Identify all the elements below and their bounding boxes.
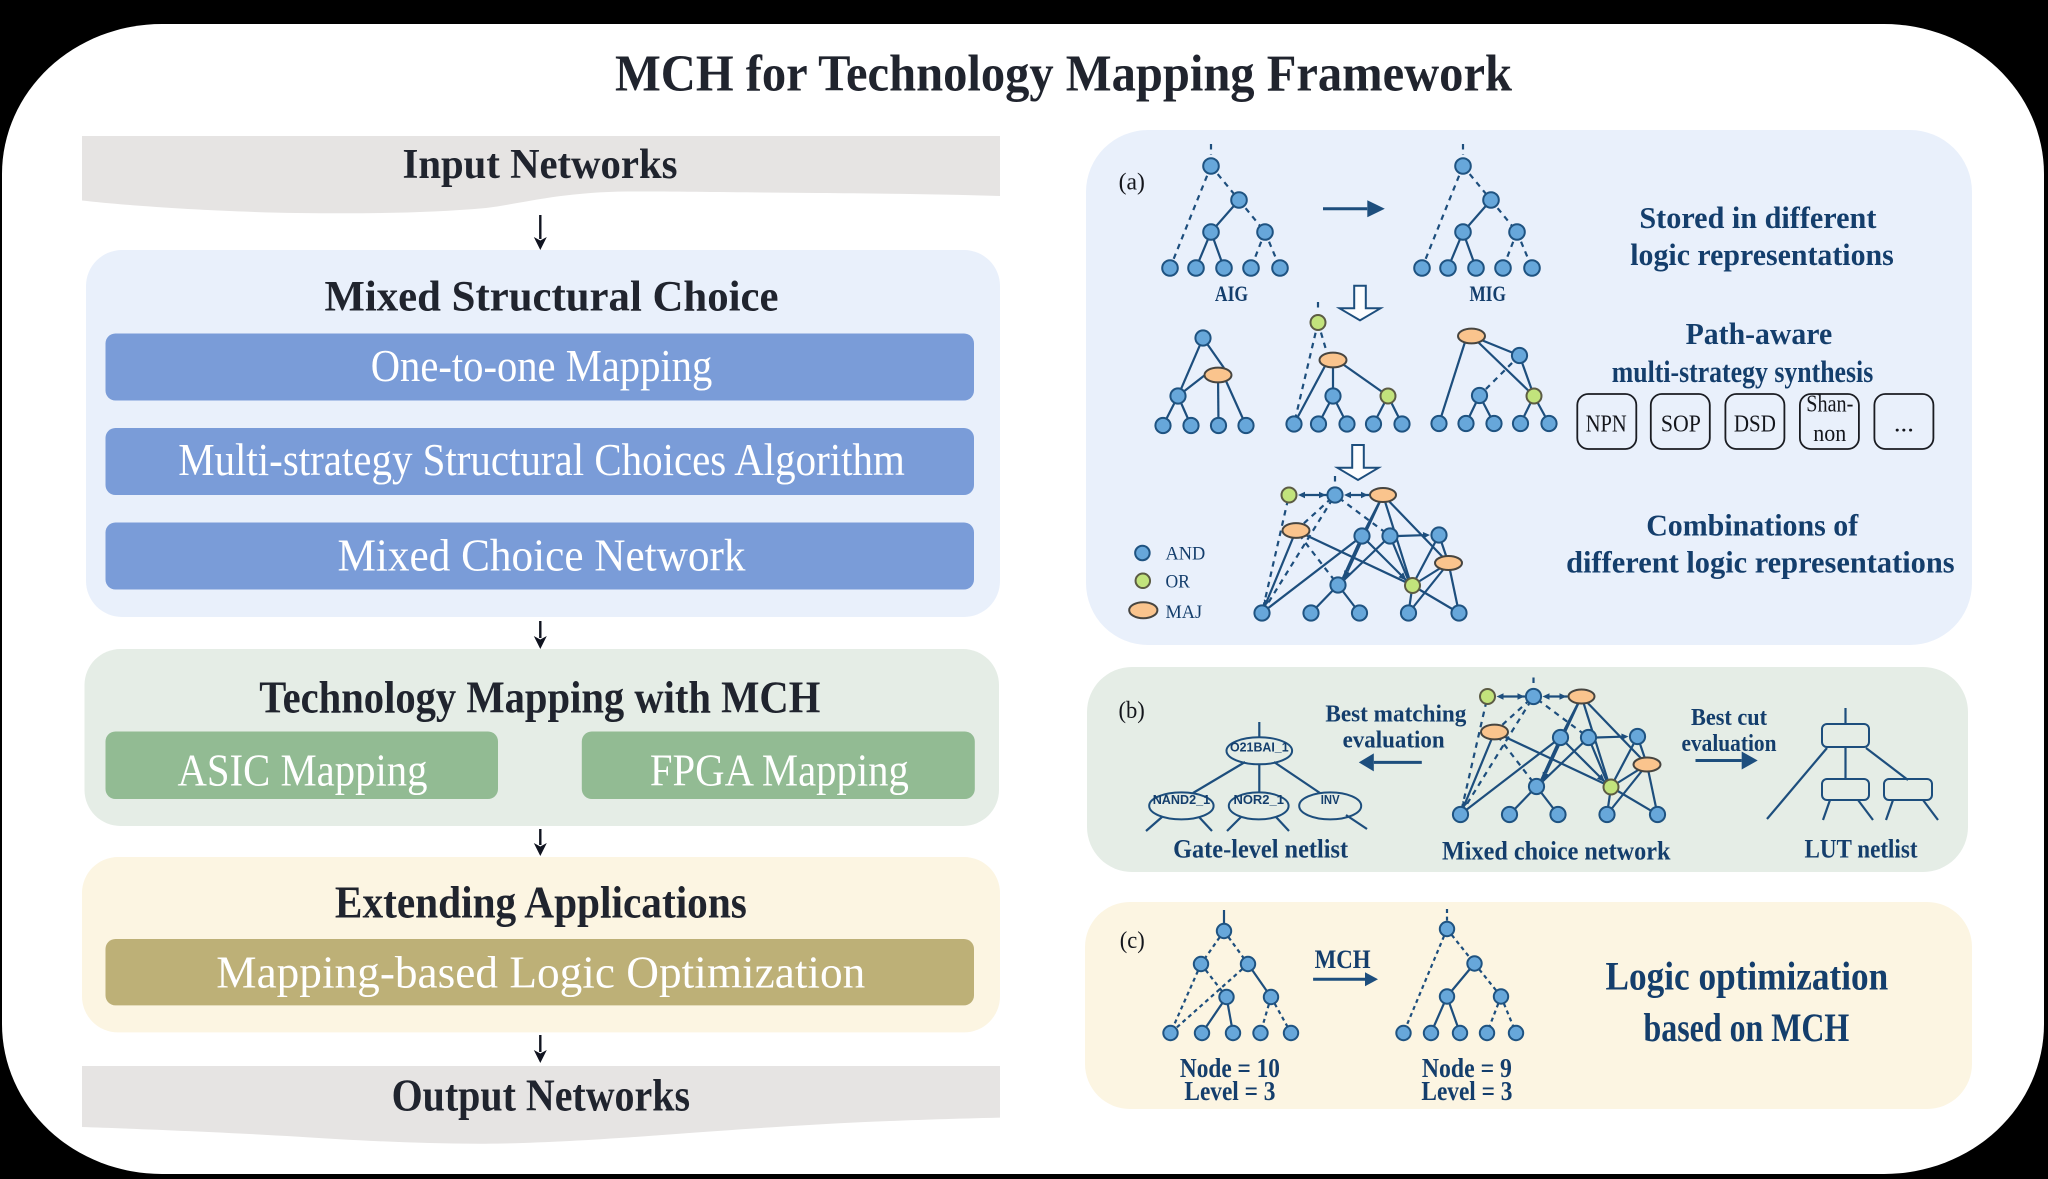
- svg-text:OR: OR: [1166, 573, 1191, 593]
- svg-text:ASIC Mapping: ASIC Mapping: [178, 744, 428, 795]
- svg-text:SOP: SOP: [1661, 411, 1701, 437]
- svg-text:Mapping-based Logic Optimizati: Mapping-based Logic Optimization: [216, 946, 865, 997]
- svg-text:NOR2_1: NOR2_1: [1234, 792, 1284, 807]
- svg-text:Extending Applications: Extending Applications: [335, 877, 747, 927]
- svg-text:AIG: AIG: [1215, 281, 1248, 306]
- svg-text:Node = 9: Node = 9: [1422, 1052, 1512, 1083]
- svg-text:non: non: [1813, 421, 1846, 447]
- svg-text:DSD: DSD: [1734, 411, 1776, 437]
- svg-text:...: ...: [1894, 411, 1914, 437]
- svg-text:evaluation: evaluation: [1343, 727, 1445, 753]
- svg-text:MCH for Technology Mapping Fra: MCH for Technology Mapping Framework: [615, 45, 1512, 102]
- svg-text:Technology Mapping with MCH: Technology Mapping with MCH: [259, 673, 820, 723]
- svg-text:based on MCH: based on MCH: [1644, 1005, 1850, 1050]
- svg-text:One-to-one Mapping: One-to-one Mapping: [371, 340, 713, 391]
- svg-text:MIG: MIG: [1470, 281, 1506, 306]
- svg-text:Mixed choice network: Mixed choice network: [1442, 836, 1671, 865]
- svg-text:Output Networks: Output Networks: [392, 1071, 690, 1121]
- svg-text:Path-aware: Path-aware: [1686, 316, 1833, 351]
- svg-text:LUT netlist: LUT netlist: [1805, 835, 1918, 864]
- svg-text:multi-strategy synthesis: multi-strategy synthesis: [1612, 354, 1874, 389]
- svg-text:(a): (a): [1119, 170, 1145, 196]
- svg-text:Level = 3: Level = 3: [1184, 1075, 1275, 1106]
- svg-text:Best matching: Best matching: [1325, 701, 1466, 727]
- svg-text:NPN: NPN: [1586, 411, 1627, 437]
- svg-text:FPGA Mapping: FPGA Mapping: [650, 744, 909, 795]
- svg-text:O21BAI_1: O21BAI_1: [1230, 739, 1289, 754]
- svg-text:(c): (c): [1120, 928, 1145, 954]
- svg-text:MAJ: MAJ: [1166, 603, 1203, 623]
- svg-text:Node = 10: Node = 10: [1180, 1052, 1280, 1083]
- svg-text:MCH: MCH: [1315, 945, 1371, 974]
- svg-text:logic representations: logic representations: [1630, 237, 1894, 272]
- svg-text:Input Networks: Input Networks: [403, 141, 678, 188]
- svg-text:AND: AND: [1166, 544, 1206, 564]
- svg-text:Best cut: Best cut: [1691, 705, 1767, 731]
- svg-text:Shan-: Shan-: [1806, 392, 1853, 418]
- svg-text:Gate-level netlist: Gate-level netlist: [1173, 835, 1348, 864]
- svg-text:NAND2_1: NAND2_1: [1153, 792, 1210, 807]
- svg-text:Multi-strategy Structural Choi: Multi-strategy Structural Choices Algori…: [178, 434, 905, 485]
- svg-text:Combinations of: Combinations of: [1646, 508, 1859, 543]
- svg-text:Level = 3: Level = 3: [1421, 1075, 1512, 1106]
- svg-text:Logic optimization: Logic optimization: [1606, 954, 1889, 999]
- svg-text:(b): (b): [1118, 698, 1144, 724]
- svg-text:evaluation: evaluation: [1682, 731, 1777, 757]
- svg-text:different logic representation: different logic representations: [1566, 544, 1955, 579]
- svg-text:Stored in different: Stored in different: [1639, 200, 1877, 235]
- svg-text:INV: INV: [1321, 792, 1340, 807]
- svg-text:Mixed Choice Network: Mixed Choice Network: [338, 529, 746, 580]
- svg-text:Mixed Structural Choice: Mixed Structural Choice: [325, 274, 779, 321]
